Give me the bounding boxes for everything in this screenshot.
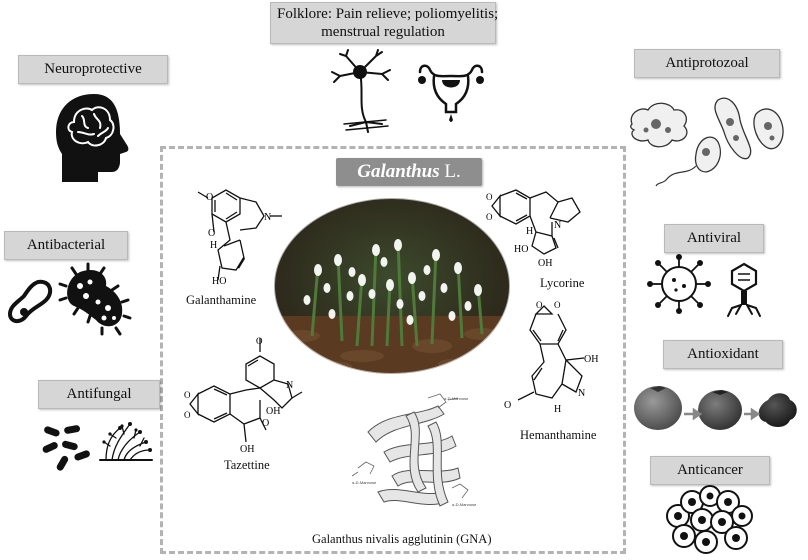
anticancer-label: Anticancer [650,456,770,485]
galanthamine-caption: Galanthamine [186,293,257,307]
hemanthamine-caption: Hemanthamine [520,428,597,442]
uterus-icon [418,64,484,122]
lycorine-caption: Lycorine [540,276,585,290]
folklore-label: Folklore: Pain relieve; poliomyelitis; m… [270,2,499,44]
genus-title: Galanthus L. [336,158,482,186]
tazettine-caption: Tazettine [224,458,270,472]
galanthamine-ho-atom: HO [212,276,226,287]
lycorine-o-atom-1: O [486,192,493,202]
hemanthamine-n-atom: N [578,388,585,399]
antiprotozoal-label: Antiprotozoal [634,49,780,78]
galanthamine-n-atom: N [264,212,271,223]
lycorine-n-atom: N [554,220,561,231]
gna-protein-structure: α-D-Mannose α-D-Mannose α-D-Mannose [351,393,477,507]
central-frame [160,146,626,554]
hemanthamine-h-atom: H [554,404,561,415]
lycorine-oh-atom: OH [538,258,552,269]
lycorine-h-atom: H [526,226,533,237]
neuron-icon [331,49,391,133]
mycelium-icon [99,422,153,461]
svg-text:α-D-Mannose: α-D-Mannose [444,396,469,401]
folklore-line1: Folklore: Pain relieve; poliomyelitis; [277,6,499,22]
snowdrop-photo [273,197,511,375]
protozoa-icon [630,97,784,187]
genus-name: Galanthus [357,161,440,182]
hemanthamine-oh-atom: OH [584,354,598,365]
tazettine-structure: O O O N OH O OH [184,336,303,455]
virus-icon [647,254,711,314]
brain-head-icon [56,94,129,182]
hemanthamine-o-atom-1: O [536,300,543,310]
lycorine-o-atom-2: O [486,212,493,222]
tazettine-oh-atom: OH [266,406,280,417]
hemanthamine-o-methoxy-atom: O [504,400,511,411]
hemanthamine-o-atom-2: O [554,300,561,310]
tazettine-o-atom-1: O [184,390,191,400]
tazettine-o-ring-atom: O [262,418,269,429]
galanthamine-h-atom: H [210,240,217,251]
bacterium-large-icon [58,262,132,336]
svg-text:α-D-Mannose: α-D-Mannose [352,480,377,485]
galanthamine-structure: O O N H HO [197,189,282,287]
lycorine-structure: O O N H HO OH [486,189,581,269]
cancer-cells-icon [666,485,753,554]
galanthamine-o-atom: O [206,192,213,203]
tazettine-o-atom: O [256,336,263,346]
genus-suffix: L. [444,161,461,182]
tazettine-n-atom: N [286,380,293,391]
folklore-line2: menstrual regulation [321,24,445,40]
tazettine-o-atom-2: O [184,410,191,420]
tazettine-ho-atom: OH [240,444,254,455]
yeast-cells-icon [42,425,90,471]
neuroprotective-label: Neuroprotective [18,55,168,84]
antiviral-label: Antiviral [664,224,764,253]
galanthamine-ring-o-atom: O [208,228,215,239]
svg-text:α-D-Mannose: α-D-Mannose [452,502,477,507]
antifungal-label: Antifungal [38,380,160,409]
bacterium-small-icon [7,279,53,323]
lycorine-ho-atom: HO [514,244,528,255]
gna-caption: Galanthus nivalis agglutinin (GNA) [312,532,492,546]
bacteriophage-icon [727,262,761,317]
antioxidant-label: Antioxidant [663,340,783,369]
oxidation-tomatoes-icon [634,386,797,430]
hemanthamine-structure: O O OH N H O [504,300,598,415]
antibacterial-label: Antibacterial [4,231,128,260]
